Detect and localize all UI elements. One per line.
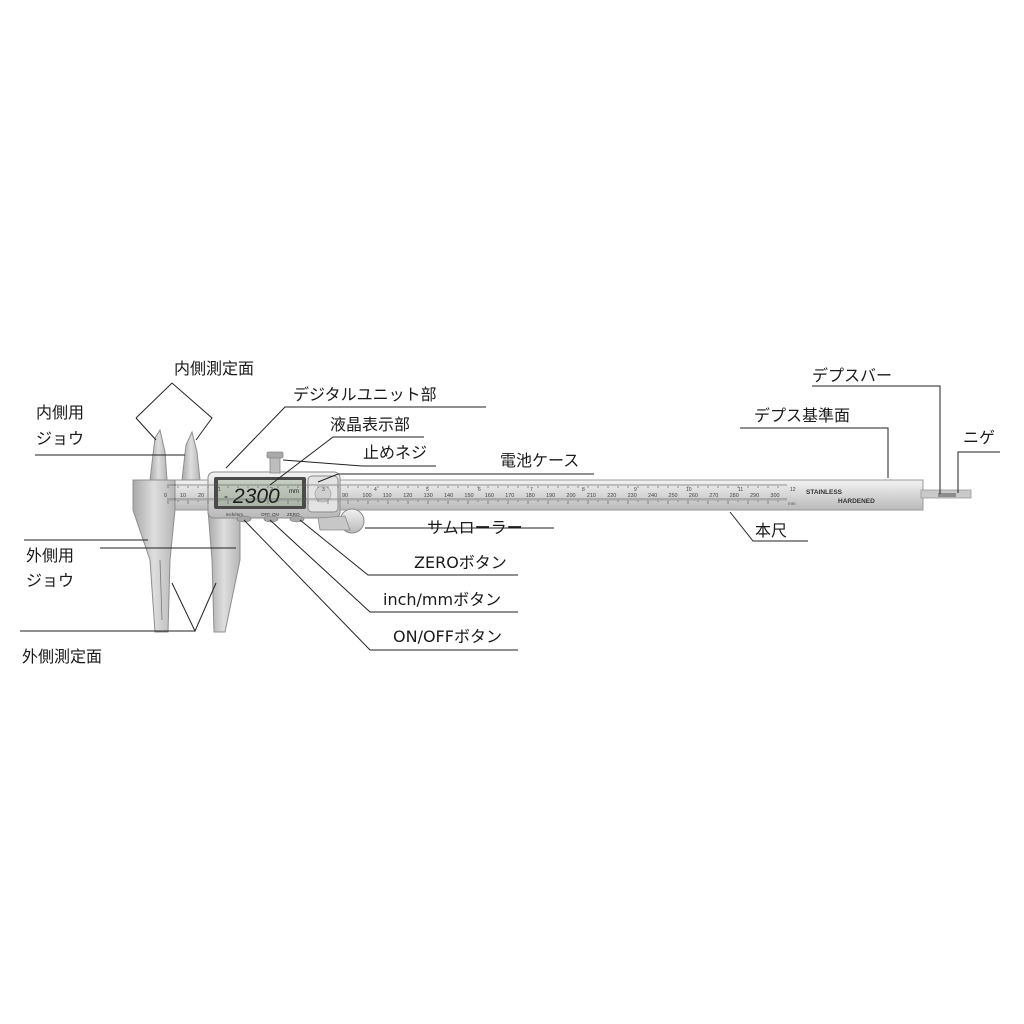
- label-inch-mm-button: inch/mmボタン: [383, 590, 502, 609]
- scale-number: 110: [383, 493, 392, 499]
- scale-number: 210: [587, 493, 596, 499]
- label-outer-measuring-face: 外側測定面: [22, 647, 103, 666]
- label-inner-jaw-line2: ジョウ: [36, 429, 85, 448]
- scale-number: 230: [628, 493, 637, 499]
- svg-text:OFF: OFF: [261, 512, 270, 517]
- scale-number: 100: [362, 493, 371, 499]
- lcd-unit: mm: [289, 489, 299, 495]
- fixed-outer-jaw: [132, 479, 176, 633]
- scale-number: 270: [709, 493, 718, 499]
- label-depth-bar: デプスバー: [812, 366, 893, 385]
- inch-number: 4: [374, 487, 377, 493]
- label-main-scale: 本尺: [755, 521, 788, 540]
- label-depth-reference-face: デプス基準面: [754, 406, 851, 425]
- inch-mm-button: [236, 515, 252, 523]
- label-digital-unit: デジタルユニット部: [293, 385, 437, 404]
- inch-number: 2: [270, 487, 273, 493]
- inch-number: 6: [478, 487, 481, 493]
- label-outer-jaw-line2: ジョウ: [26, 571, 75, 590]
- scale-number: 150: [464, 493, 473, 499]
- scale-number: 200: [566, 493, 575, 499]
- scale-number: 120: [403, 493, 412, 499]
- scale-number: 300: [770, 493, 779, 499]
- lcd-value: 2300: [232, 485, 280, 508]
- svg-text:ON: ON: [272, 512, 279, 517]
- label-on-off-button: ON/OFFボタン: [393, 627, 502, 646]
- scale-number: 190: [546, 493, 555, 499]
- label-inner-jaw-line1: 内側用: [36, 403, 85, 422]
- scale-number: 160: [485, 493, 494, 499]
- svg-text:inch/mm: inch/mm: [226, 512, 243, 517]
- button-labels: inch/mm OFF ON ZERO: [226, 512, 300, 517]
- scale-number: 280: [730, 493, 739, 499]
- brand-stainless: STAINLESS: [806, 489, 843, 496]
- scale-ticks: [167, 484, 787, 504]
- label-thumb-roller: サムローラー: [427, 518, 523, 537]
- label-battery-case: 電池ケース: [500, 451, 580, 470]
- inch-number: 5: [426, 487, 429, 493]
- inch-number: 9: [634, 487, 637, 493]
- scale-number: 0: [164, 493, 167, 499]
- label-lock-screw: 止めネジ: [363, 443, 428, 462]
- scale-number: 10: [180, 493, 186, 499]
- inch-number: 8: [582, 487, 585, 493]
- inch-number: 7: [530, 487, 533, 493]
- scale-number: 290: [750, 493, 759, 499]
- scale-number: 240: [648, 493, 657, 499]
- scale-number: 260: [689, 493, 698, 499]
- scale-number: 220: [607, 493, 616, 499]
- svg-text:ZERO: ZERO: [287, 512, 300, 517]
- movable-inner-jaw: [181, 430, 201, 481]
- leader-lines: [20, 382, 1000, 651]
- scale-end-mark: mm: [788, 501, 796, 506]
- label-lcd: 液晶表示部: [330, 415, 411, 434]
- inch-number: 11: [738, 487, 743, 493]
- label-nige: ニゲ: [963, 428, 996, 447]
- label-zero-button: ZEROボタン: [414, 553, 507, 572]
- inch-number: 12: [790, 487, 796, 493]
- lcd-minus: -: [224, 489, 228, 503]
- scale-numbers: 0 10 20 90 100 110 120 130 140 150 160 170 180 190 200…: [164, 493, 780, 499]
- scale-number: 170: [505, 493, 514, 499]
- on-off-button: [263, 515, 279, 523]
- movable-outer-jaw: [207, 509, 241, 633]
- inch-number: 3: [322, 487, 325, 493]
- brand-hardened: HARDENED: [838, 498, 875, 505]
- inch-number: 10: [686, 487, 692, 493]
- scale-number: 130: [424, 493, 433, 499]
- label-inner-measuring-face: 内側測定面: [174, 359, 255, 378]
- scale-number: 20: [198, 493, 204, 499]
- scale-number: 90: [342, 493, 348, 499]
- inch-number: 1: [218, 487, 221, 493]
- scale-number: 180: [526, 493, 535, 499]
- scale-number: 250: [668, 493, 677, 499]
- label-outer-jaw-line1: 外側用: [26, 546, 75, 565]
- scale-number: 140: [444, 493, 453, 499]
